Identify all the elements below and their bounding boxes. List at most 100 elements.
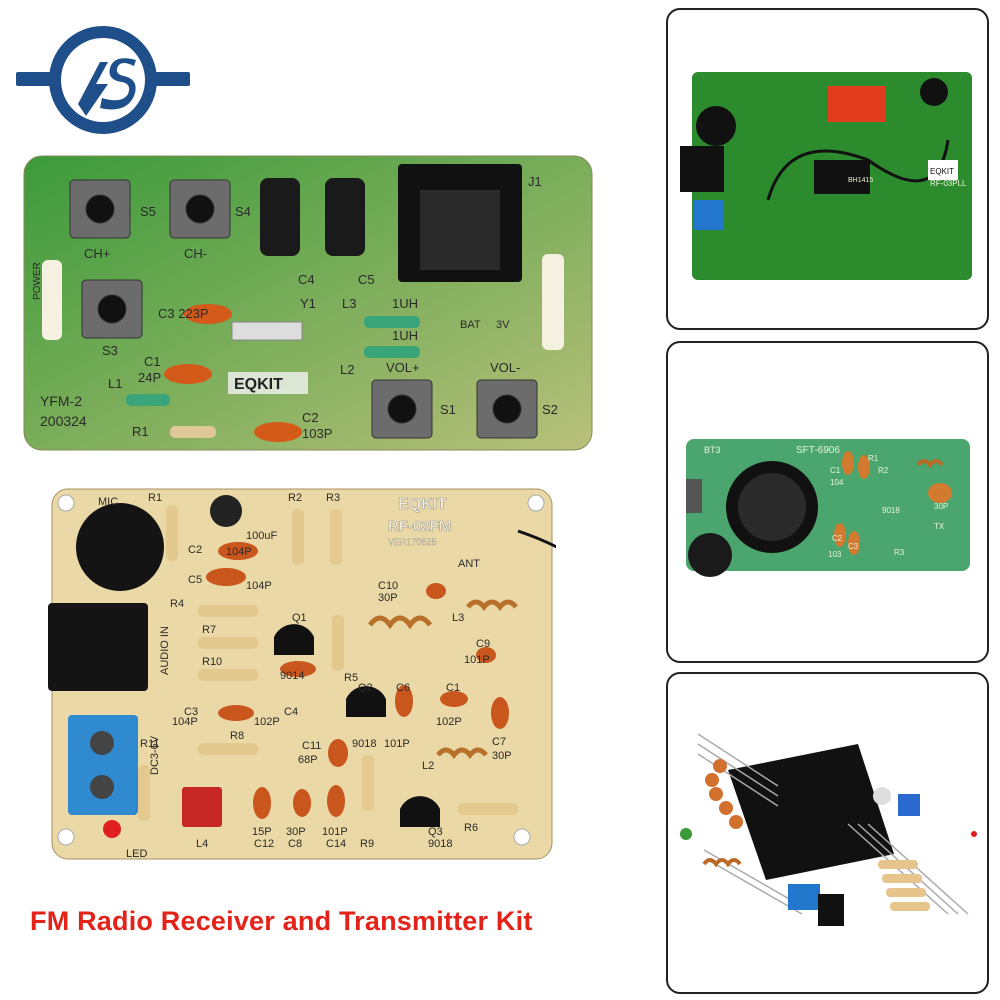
label-103p: 103P bbox=[302, 426, 332, 441]
label-led: LED bbox=[126, 848, 147, 860]
label-104p-a: 104P bbox=[226, 546, 252, 558]
label-c12: C12 bbox=[254, 838, 274, 850]
label-c7: C7 bbox=[492, 736, 506, 748]
label-c1: C1 bbox=[144, 354, 161, 369]
label-coin-c1: C1 bbox=[830, 466, 841, 475]
label-r6: R6 bbox=[464, 822, 478, 834]
label-c4: C4 bbox=[298, 272, 315, 287]
pll-board-tile: BH1415 RF-03PLL EQKIT bbox=[666, 8, 989, 330]
label-101p-c: 101P bbox=[322, 826, 348, 838]
receiver-brand-logo: EQKIT bbox=[234, 376, 283, 393]
label-9018-b: 9018 bbox=[428, 838, 452, 850]
transmitter-board-image: MIC R1 R2 R3 R4 R5 R6 R7 R8 R9 R10 R11 C… bbox=[48, 488, 556, 860]
label-3v: 3V bbox=[496, 319, 510, 331]
label-ch-plus: CH+ bbox=[84, 246, 110, 261]
label-r11: R11 bbox=[140, 738, 159, 750]
label-dc: DC3-6V bbox=[149, 735, 161, 775]
label-q3: Q3 bbox=[428, 826, 443, 838]
label-mic: MIC bbox=[98, 496, 118, 508]
label-c2: C2 bbox=[188, 544, 202, 556]
label-coin-r1: R1 bbox=[868, 454, 879, 463]
label-c6: C6 bbox=[396, 682, 410, 694]
label-30p-a: 30P bbox=[378, 592, 398, 604]
lightning-s-logo-icon bbox=[16, 26, 190, 134]
product-caption: FM Radio Receiver and Transmitter Kit bbox=[30, 906, 533, 936]
label-1uh-a: 1UH bbox=[392, 296, 418, 311]
label-r4: R4 bbox=[170, 598, 184, 610]
label-l3: L3 bbox=[342, 296, 356, 311]
label-101p-a: 101P bbox=[384, 738, 410, 750]
label-r5: R5 bbox=[344, 672, 358, 684]
label-l2: L2 bbox=[422, 760, 434, 772]
label-30p-b: 30P bbox=[492, 750, 512, 762]
label-coin-c3: C3 bbox=[848, 542, 859, 551]
label-vol-plus: VOL+ bbox=[386, 360, 420, 375]
receiver-board-image: S5 S4 S3 S1 S2 CH+ CH- VOL+ VOL- C3 223P… bbox=[23, 155, 593, 451]
label-pll-model: RF-03PLL bbox=[930, 179, 967, 188]
label-c10: C10 bbox=[378, 580, 398, 592]
label-c2: C2 bbox=[302, 410, 319, 425]
label-l1: L1 bbox=[108, 376, 122, 391]
label-r1: R1 bbox=[132, 424, 149, 439]
label-r7: R7 bbox=[202, 624, 216, 636]
label-9018-a: 9018 bbox=[352, 738, 376, 750]
label-s4: S4 bbox=[235, 204, 251, 219]
label-s1: S1 bbox=[440, 402, 456, 417]
label-bat: BAT bbox=[460, 319, 481, 331]
label-30p-c: 30P bbox=[286, 826, 306, 838]
label-102p-b: 102P bbox=[436, 716, 462, 728]
label-bt3: BT3 bbox=[704, 445, 721, 455]
label-audio-in: AUDIO IN bbox=[159, 626, 171, 675]
label-104p-b: 104P bbox=[246, 580, 272, 592]
label-c5: C5 bbox=[358, 272, 375, 287]
label-coin-104: 104 bbox=[830, 478, 844, 487]
label-r2: R2 bbox=[288, 492, 302, 504]
label-sft-code: SFT-6906 bbox=[796, 445, 840, 456]
tactile-buttons bbox=[69, 179, 538, 439]
label-q1: Q1 bbox=[292, 612, 307, 624]
label-ant: ANT bbox=[458, 558, 480, 570]
coin-board-image: BT3 SFT-6906 C1 C2 C3 R1 R2 R3 9018 TX 1… bbox=[686, 439, 970, 577]
label-104p-c: 104P bbox=[172, 716, 198, 728]
transmitter-brand-logo: EQKIT bbox=[398, 496, 447, 513]
label-24p: 24P bbox=[138, 370, 161, 385]
label-coin-tx: TX bbox=[934, 522, 945, 531]
label-r10: R10 bbox=[202, 656, 222, 668]
label-date: 200324 bbox=[40, 413, 87, 429]
label-c4: C4 bbox=[284, 706, 298, 718]
label-s5: S5 bbox=[140, 204, 156, 219]
label-q2: Q2 bbox=[358, 682, 373, 694]
label-coin-30p: 30P bbox=[934, 502, 948, 511]
label-c1: C1 bbox=[446, 682, 460, 694]
label-s2: S2 bbox=[542, 402, 558, 417]
label-power: POWER bbox=[32, 262, 43, 300]
label-r1: R1 bbox=[148, 492, 162, 504]
label-9014: 9014 bbox=[280, 670, 304, 682]
label-r9: R9 bbox=[360, 838, 374, 850]
pll-board-image: BH1415 RF-03PLL EQKIT bbox=[680, 72, 972, 280]
label-model: YFM-2 bbox=[40, 393, 82, 409]
label-c3: C3 223P bbox=[158, 306, 209, 321]
label-s3: S3 bbox=[102, 343, 118, 358]
label-15p: 15P bbox=[252, 826, 272, 838]
label-coin-r2: R2 bbox=[878, 466, 889, 475]
label-l2: L2 bbox=[340, 362, 354, 377]
label-102p-a: 102P bbox=[254, 716, 280, 728]
label-coin-103: 103 bbox=[828, 550, 842, 559]
label-c5: C5 bbox=[188, 574, 202, 586]
label-c11: C11 bbox=[302, 740, 321, 752]
label-c14: C14 bbox=[326, 838, 346, 850]
label-l3: L3 bbox=[452, 612, 464, 624]
transmitter-version-label: VER170525 bbox=[388, 537, 437, 547]
label-coin-r3: R3 bbox=[894, 548, 905, 557]
electrolytic-capacitors bbox=[260, 178, 365, 256]
label-68p: 68P bbox=[298, 754, 318, 766]
label-c3: C3 bbox=[184, 706, 198, 718]
label-ch-minus: CH- bbox=[184, 246, 207, 261]
label-j1: J1 bbox=[528, 174, 542, 189]
pll-brand-logo: EQKIT bbox=[930, 167, 954, 176]
label-y1: Y1 bbox=[300, 296, 316, 311]
kit-parts-tile bbox=[666, 672, 989, 994]
label-coin-c2: C2 bbox=[832, 534, 843, 543]
label-coin-9018: 9018 bbox=[882, 506, 900, 515]
